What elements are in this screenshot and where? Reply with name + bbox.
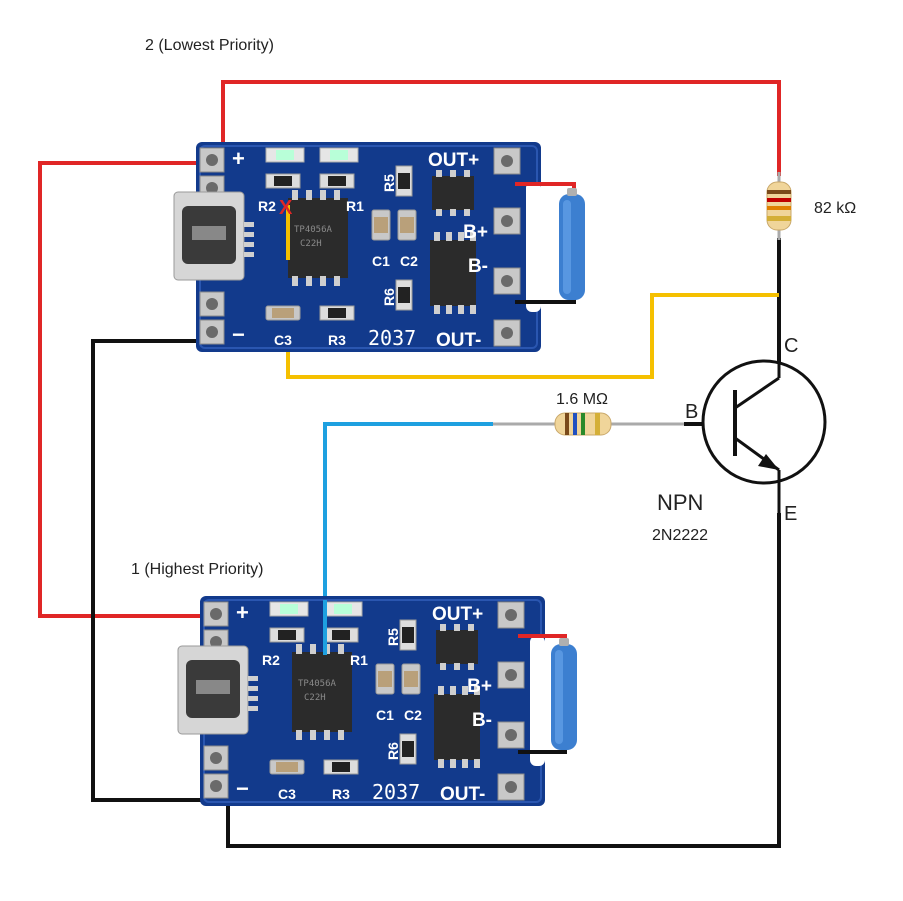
- pin-b-label: B: [685, 401, 698, 423]
- resistor-collector-label: 82 kΩ: [814, 200, 856, 217]
- chip-label-bottom-2: C22H: [304, 693, 326, 703]
- silk-plus-top: +: [232, 146, 245, 171]
- silk-b-plus-top: B+: [463, 222, 488, 243]
- silk-minus-bottom: −: [236, 776, 249, 801]
- chip-label-top-2: C22H: [300, 239, 322, 249]
- chip-label-bottom-1: TP4056A: [298, 679, 337, 689]
- transistor-type-label: NPN: [657, 490, 703, 515]
- silk-b-minus-bottom: B-: [472, 710, 492, 731]
- transistor-npn-symbol: [701, 359, 827, 515]
- silk-c2-bottom: C2: [404, 707, 422, 723]
- charger-board-bottom: + − OUT+ OUT- B+ B- R2 R1 C1 C2 C3 R3 R5…: [177, 595, 546, 807]
- pin-e-label: E: [784, 503, 797, 525]
- silk-r3-top: R3: [328, 332, 346, 348]
- cut-mark-icon: X: [279, 197, 293, 219]
- silk-b-minus-top: B-: [468, 256, 488, 277]
- silk-r6-bottom: R6: [385, 742, 401, 760]
- silk-c2-top: C2: [400, 253, 418, 269]
- silk-code-bottom: 2037: [372, 780, 420, 804]
- board-top-title: 2 (Lowest Priority): [145, 37, 274, 54]
- resistor-base-label: 1.6 MΩ: [556, 391, 608, 408]
- emitter-arrow-icon: [758, 454, 779, 470]
- silk-c1-top: C1: [372, 253, 390, 269]
- silk-r3-bottom: R3: [332, 786, 350, 802]
- chip-label-top-1: TP4056A: [294, 225, 333, 235]
- pin-c-label: C: [784, 335, 798, 357]
- silk-b-plus-bottom: B+: [467, 676, 492, 697]
- silk-r6-top: R6: [381, 288, 397, 306]
- transistor-part-label: 2N2222: [652, 527, 708, 544]
- silk-out-minus-bottom: OUT-: [440, 784, 485, 805]
- silk-r5-bottom: R5: [385, 628, 401, 646]
- silk-r1-top: R1: [346, 198, 364, 214]
- board-bottom-title: 1 (Highest Priority): [131, 561, 263, 578]
- silk-minus-top: −: [232, 322, 245, 347]
- battery-top: [515, 182, 585, 304]
- silk-c1-bottom: C1: [376, 707, 394, 723]
- silk-out-minus-top: OUT-: [436, 330, 481, 351]
- silk-r5-top: R5: [381, 174, 397, 192]
- silk-c3-bottom: C3: [278, 786, 296, 802]
- wire-blue-to-base-resistor: [323, 422, 493, 655]
- resistor-collector: [766, 172, 792, 240]
- silk-r2-top: R2: [258, 198, 276, 214]
- battery-bottom: [518, 634, 577, 754]
- silk-plus-bottom: +: [236, 600, 249, 625]
- silk-c3-top: C3: [274, 332, 292, 348]
- wire-red-top-plus-to-resistor: [221, 80, 781, 176]
- resistor-base: [554, 412, 612, 436]
- charger-board-top: + − OUT+ OUT- B+ B- R2 R1 C1 C2 C3 R3 R5…: [173, 141, 542, 353]
- silk-out-plus-bottom: OUT+: [432, 604, 483, 625]
- silk-r2-bottom: R2: [262, 652, 280, 668]
- silk-code-top: 2037: [368, 326, 416, 350]
- wire-black-emitter: [226, 513, 781, 848]
- silk-out-plus-top: OUT+: [428, 150, 479, 171]
- wire-black-minus-rail: [91, 339, 210, 802]
- silk-r1-bottom: R1: [350, 652, 368, 668]
- wire-red-plus-rail: [38, 161, 210, 618]
